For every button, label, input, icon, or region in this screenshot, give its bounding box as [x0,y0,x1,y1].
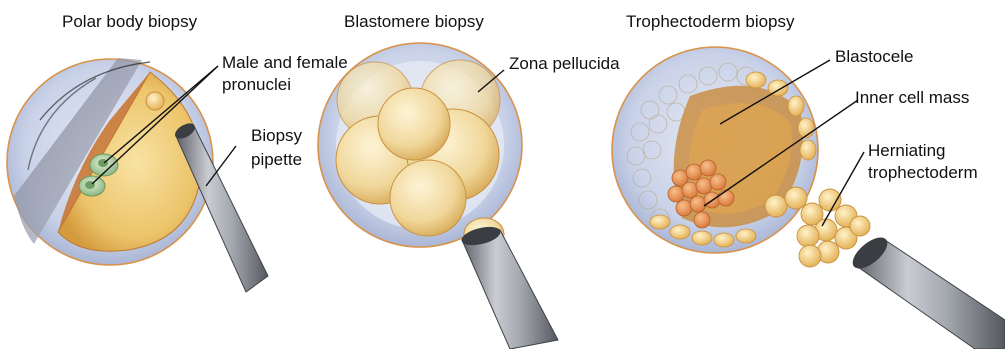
label-pipette-line1: Biopsy [251,126,303,145]
title-polar-body: Polar body biopsy [62,12,198,31]
label-pronuclei-line2: pronuclei [222,75,291,94]
label-zona-pellucida: Zona pellucida [509,54,620,73]
label-herniating-line1: Herniating [868,141,946,160]
label-inner-cell-mass: Inner cell mass [855,88,969,107]
label-blastocele: Blastocele [835,47,913,66]
label-pipette-line2: pipette [251,150,302,169]
title-trophectoderm: Trophectoderm biopsy [626,12,795,31]
label-pronuclei-line1: Male and female [222,53,348,72]
polar-body [146,92,164,110]
label-herniating-line2: trophectoderm [868,163,978,182]
blastomere-3 [378,88,450,160]
title-blastomere: Blastomere biopsy [344,12,484,31]
panel-blastomere [318,43,558,349]
biopsy-pipette [462,230,558,349]
blastomere-4 [390,160,466,236]
